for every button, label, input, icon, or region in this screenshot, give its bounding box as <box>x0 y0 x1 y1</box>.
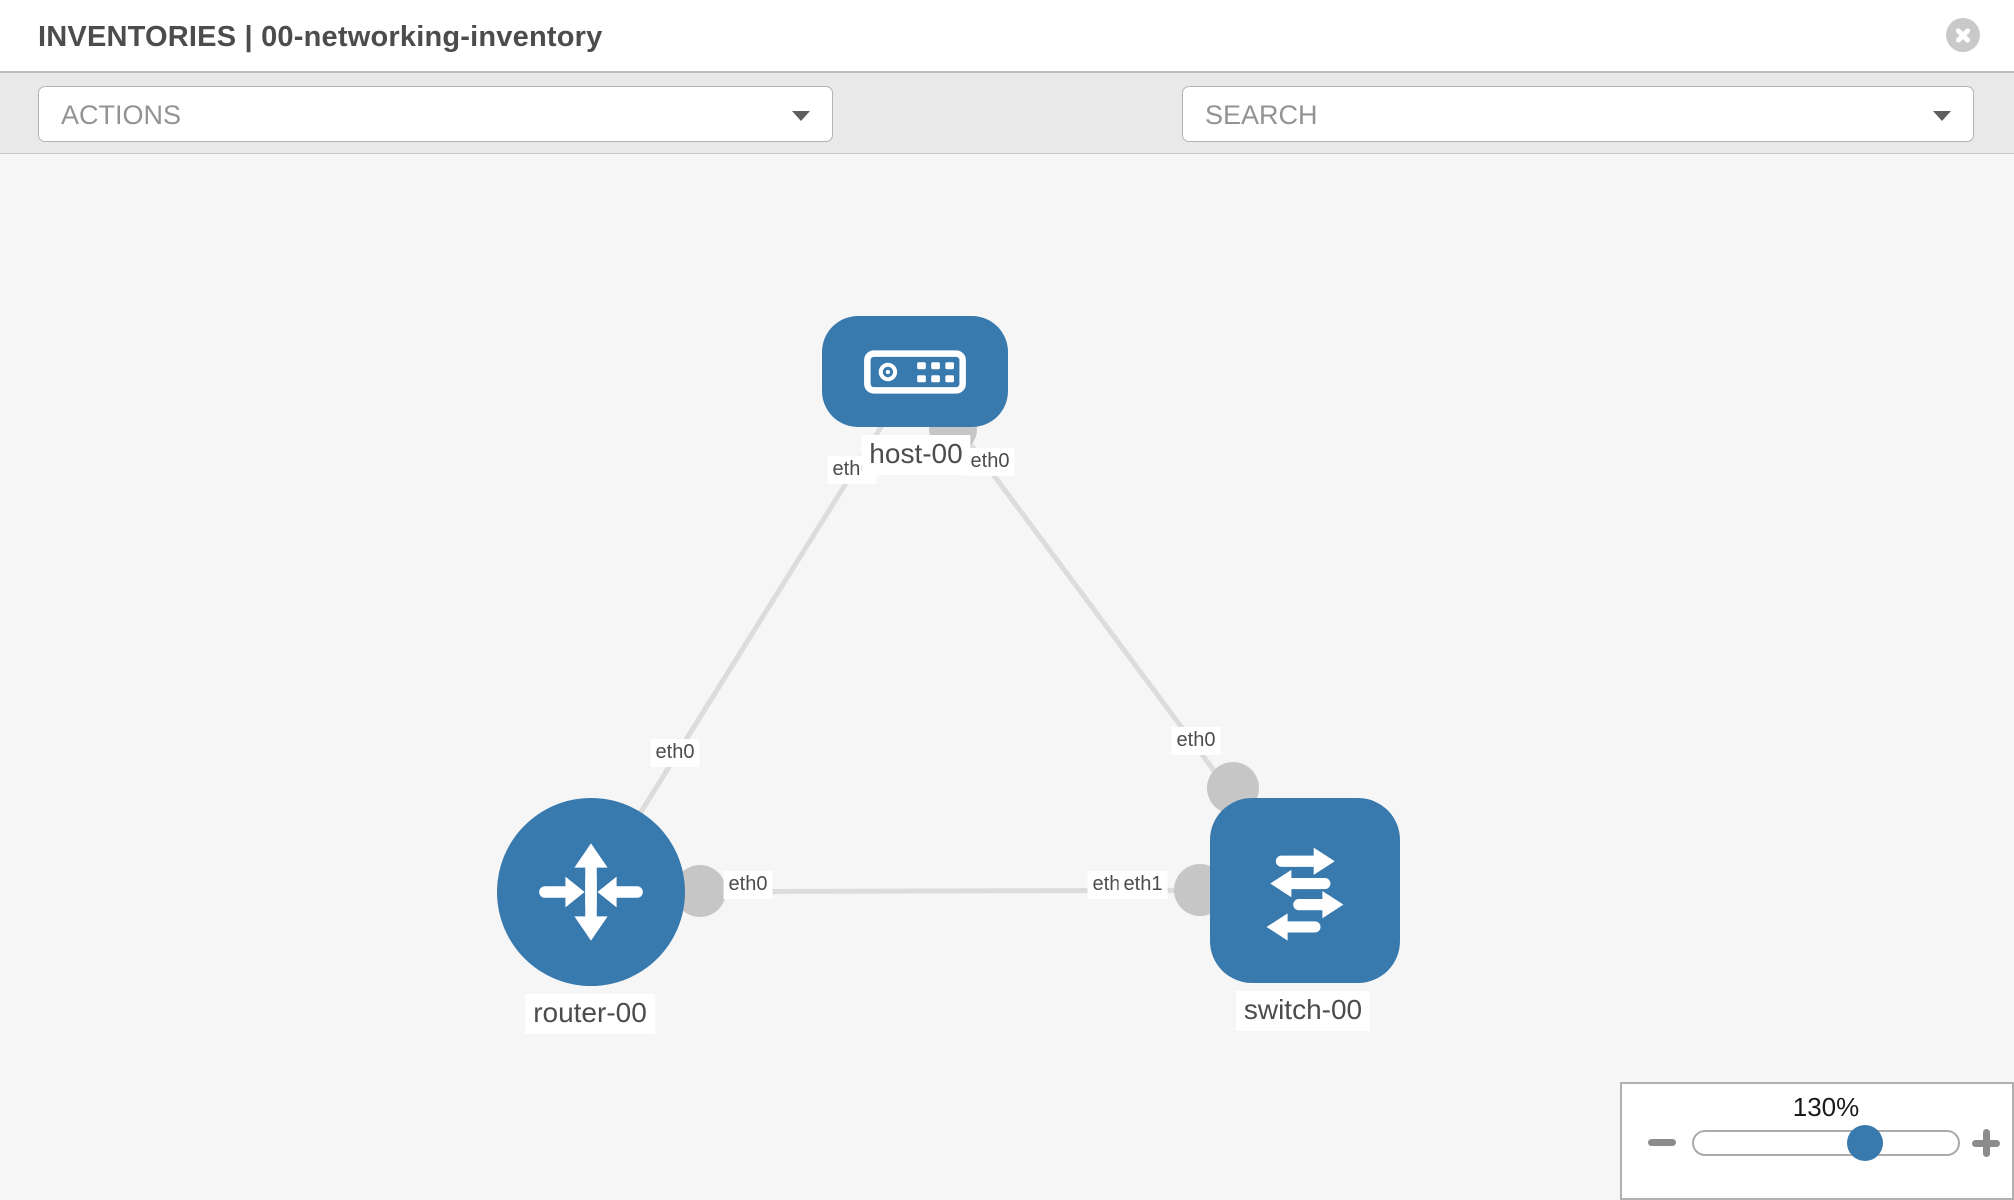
zoom-control-panel: 130% <box>1620 1082 2014 1200</box>
toolbar: ACTIONS SEARCH <box>0 71 2014 206</box>
host-icon <box>864 349 966 394</box>
interface-label-switch-eth1: eth1 <box>1118 871 1168 899</box>
connector-router-eth0[interactable] <box>674 865 726 917</box>
node-label-switch: switch-00 <box>1235 991 1371 1031</box>
chevron-down-icon <box>792 111 810 121</box>
search-placeholder: SEARCH <box>1205 100 1318 130</box>
interface-label-host-eth0: eth0 <box>965 448 1015 476</box>
router-icon <box>539 843 643 941</box>
chevron-down-icon <box>1933 111 1951 121</box>
node-router-00[interactable] <box>497 798 685 986</box>
interface-label-router-eth0: eth0 <box>650 739 700 767</box>
plus-icon <box>1982 1129 1990 1157</box>
search-input[interactable]: SEARCH <box>1182 86 1974 142</box>
links-layer <box>588 369 1306 917</box>
node-switch-00[interactable] <box>1210 798 1400 983</box>
close-button[interactable] <box>1946 18 1980 52</box>
zoom-level-value: 130% <box>1792 1092 1860 1122</box>
actions-dropdown-label: ACTIONS <box>61 100 182 130</box>
node-host-00[interactable] <box>822 316 1008 427</box>
actions-dropdown[interactable]: ACTIONS <box>38 86 833 142</box>
zoom-in-button[interactable] <box>1971 1128 2001 1158</box>
node-label-host: host-00 <box>861 435 971 475</box>
node-label-router: router-00 <box>525 994 655 1034</box>
zoom-slider-thumb[interactable] <box>1847 1125 1883 1161</box>
interface-label-router-eth0: eth0 <box>723 871 773 899</box>
zoom-slider-track[interactable] <box>1692 1130 1960 1156</box>
interface-label-switch-eth0: eth0 <box>1171 727 1221 755</box>
page-title: INVENTORIES | 00-networking-inventory <box>38 21 603 53</box>
header: INVENTORIES | 00-networking-inventory <box>0 0 2014 71</box>
zoom-out-button[interactable] <box>1648 1139 1676 1146</box>
topology-canvas[interactable]: host-00 router-00 switch-00 eth0 eth0 et… <box>0 154 2014 1200</box>
switch-icon <box>1266 847 1344 941</box>
